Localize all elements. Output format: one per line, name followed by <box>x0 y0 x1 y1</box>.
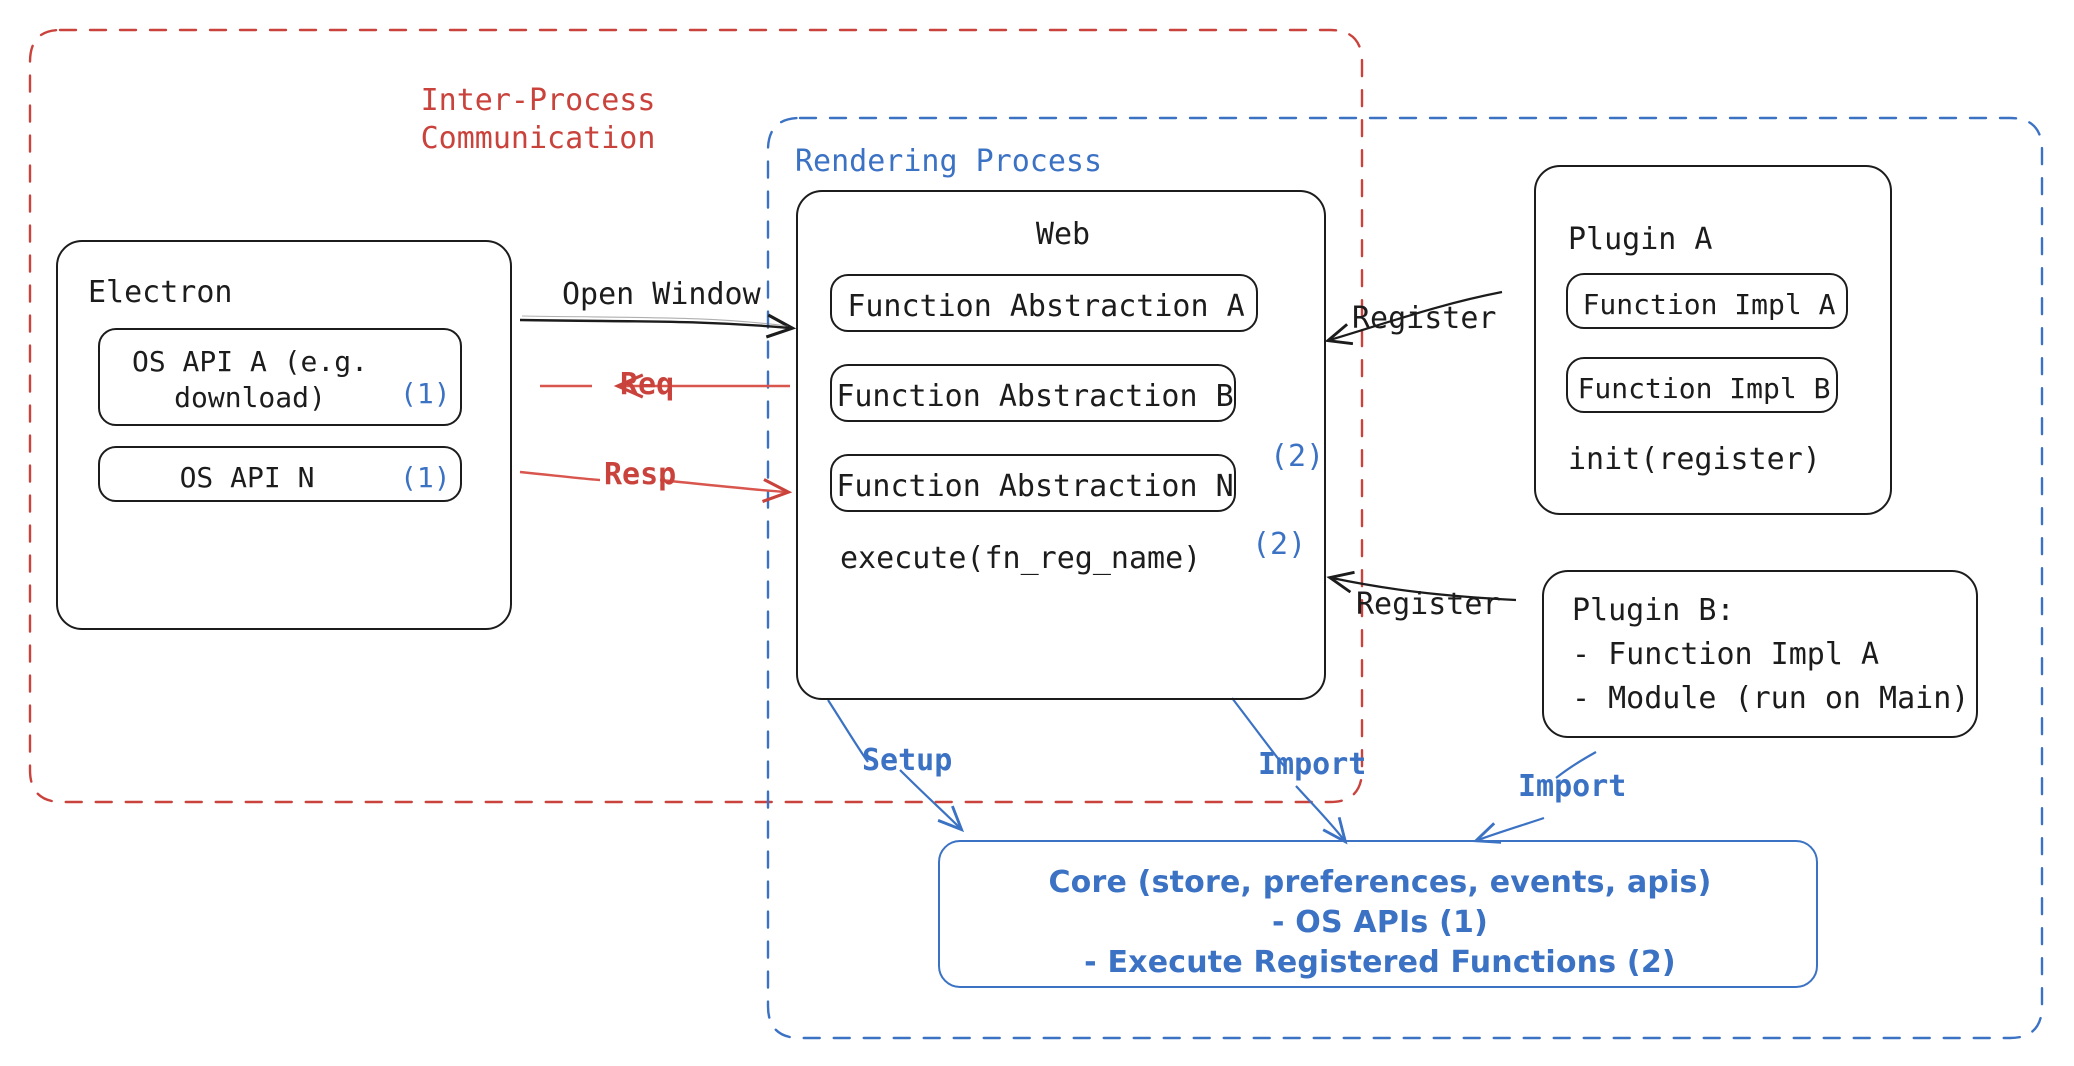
edge-setup <box>827 699 965 833</box>
region-label-ipc: Inter-Process Communication <box>420 83 656 157</box>
plugin-a-title: Plugin A <box>1568 222 1713 257</box>
plugin-b-line-function-impl-a: - Function Impl A <box>1572 637 1880 672</box>
plugin-a-item-function-impl-a-label: Function Impl A <box>1582 288 1836 321</box>
region-ipc-boundary <box>28 28 1364 804</box>
web-item-function-abstraction-b-tag: (2) <box>1252 527 1307 562</box>
core-box[interactable]: Core (store, preferences, events, apis) … <box>938 840 1818 988</box>
edge-label-setup: Setup <box>862 743 953 778</box>
core-line-os-apis: - OS APIs (1) <box>1271 905 1488 940</box>
edge-label-req: Req <box>620 367 675 402</box>
plugin-a-item-function-impl-b[interactable]: Function Impl B <box>1566 357 1838 413</box>
web-item-function-abstraction-a-label: Function Abstraction A <box>847 289 1245 324</box>
edge-import-web <box>1231 697 1348 845</box>
core-line-title: Core (store, preferences, events, apis) <box>1048 865 1712 900</box>
edge-label-open-window: Open Window <box>562 277 761 312</box>
web-item-function-abstraction-b[interactable]: Function Abstraction B <box>830 364 1236 422</box>
web-item-function-abstraction-a[interactable]: Function Abstraction A <box>830 274 1258 332</box>
electron-item-os-api-n-label: OS API N <box>179 461 315 494</box>
electron-title: Electron <box>88 275 233 310</box>
electron-item-os-api-a[interactable]: OS API A (e.g. download) (1) <box>98 328 462 426</box>
plugin-b-box[interactable]: Plugin B: - Function Impl A - Module (ru… <box>1542 570 1978 738</box>
region-label-rendering: Rendering Process <box>795 144 1103 179</box>
electron-item-os-api-a-label: OS API A (e.g. download) <box>131 345 368 414</box>
web-item-function-abstraction-a-tag: (2) <box>1270 439 1325 474</box>
edge-import-plugin <box>1472 751 1597 844</box>
edge-label-import-plugin: Import <box>1518 769 1627 804</box>
web-item-function-abstraction-n[interactable]: Function Abstraction N <box>830 454 1236 512</box>
electron-item-os-api-n[interactable]: OS API N (1) <box>98 446 462 502</box>
plugin-a-footer-init: init(register) <box>1568 442 1821 477</box>
plugin-a-item-function-impl-b-label: Function Impl B <box>1577 372 1831 405</box>
web-footer-execute: execute(fn_reg_name) <box>840 541 1202 576</box>
web-item-function-abstraction-b-label: Function Abstraction B <box>836 379 1234 414</box>
edge-label-resp: Resp <box>604 457 677 492</box>
edge-register-b <box>1326 570 1517 602</box>
electron-box[interactable]: Electron OS API A (e.g. download) (1) OS… <box>56 240 512 630</box>
edge-register-a <box>1324 290 1503 346</box>
edge-label-register-b: Register <box>1356 587 1501 622</box>
plugin-b-line-module: - Module (run on Main) <box>1572 681 1970 716</box>
edge-open-window <box>519 313 797 339</box>
core-line-execute-registered: - Execute Registered Functions (2) <box>1084 945 1676 980</box>
plugin-a-item-function-impl-a[interactable]: Function Impl A <box>1566 273 1848 329</box>
web-box[interactable]: Web Function Abstraction A (2) Function … <box>796 190 1326 700</box>
web-item-function-abstraction-n-label: Function Abstraction N <box>836 469 1234 504</box>
plugin-b-title: Plugin B: <box>1572 593 1735 628</box>
electron-item-os-api-a-tag: (1) <box>400 377 451 410</box>
plugin-a-box[interactable]: Plugin A Function Impl A Function Impl B… <box>1534 165 1892 515</box>
edge-resp <box>519 470 793 503</box>
web-title: Web <box>1035 217 1091 252</box>
region-rendering-boundary <box>766 116 2044 1040</box>
electron-item-os-api-n-tag: (1) <box>400 461 451 494</box>
edge-label-import-web: Import <box>1258 747 1367 782</box>
edge-label-register-a: Register <box>1352 301 1497 336</box>
